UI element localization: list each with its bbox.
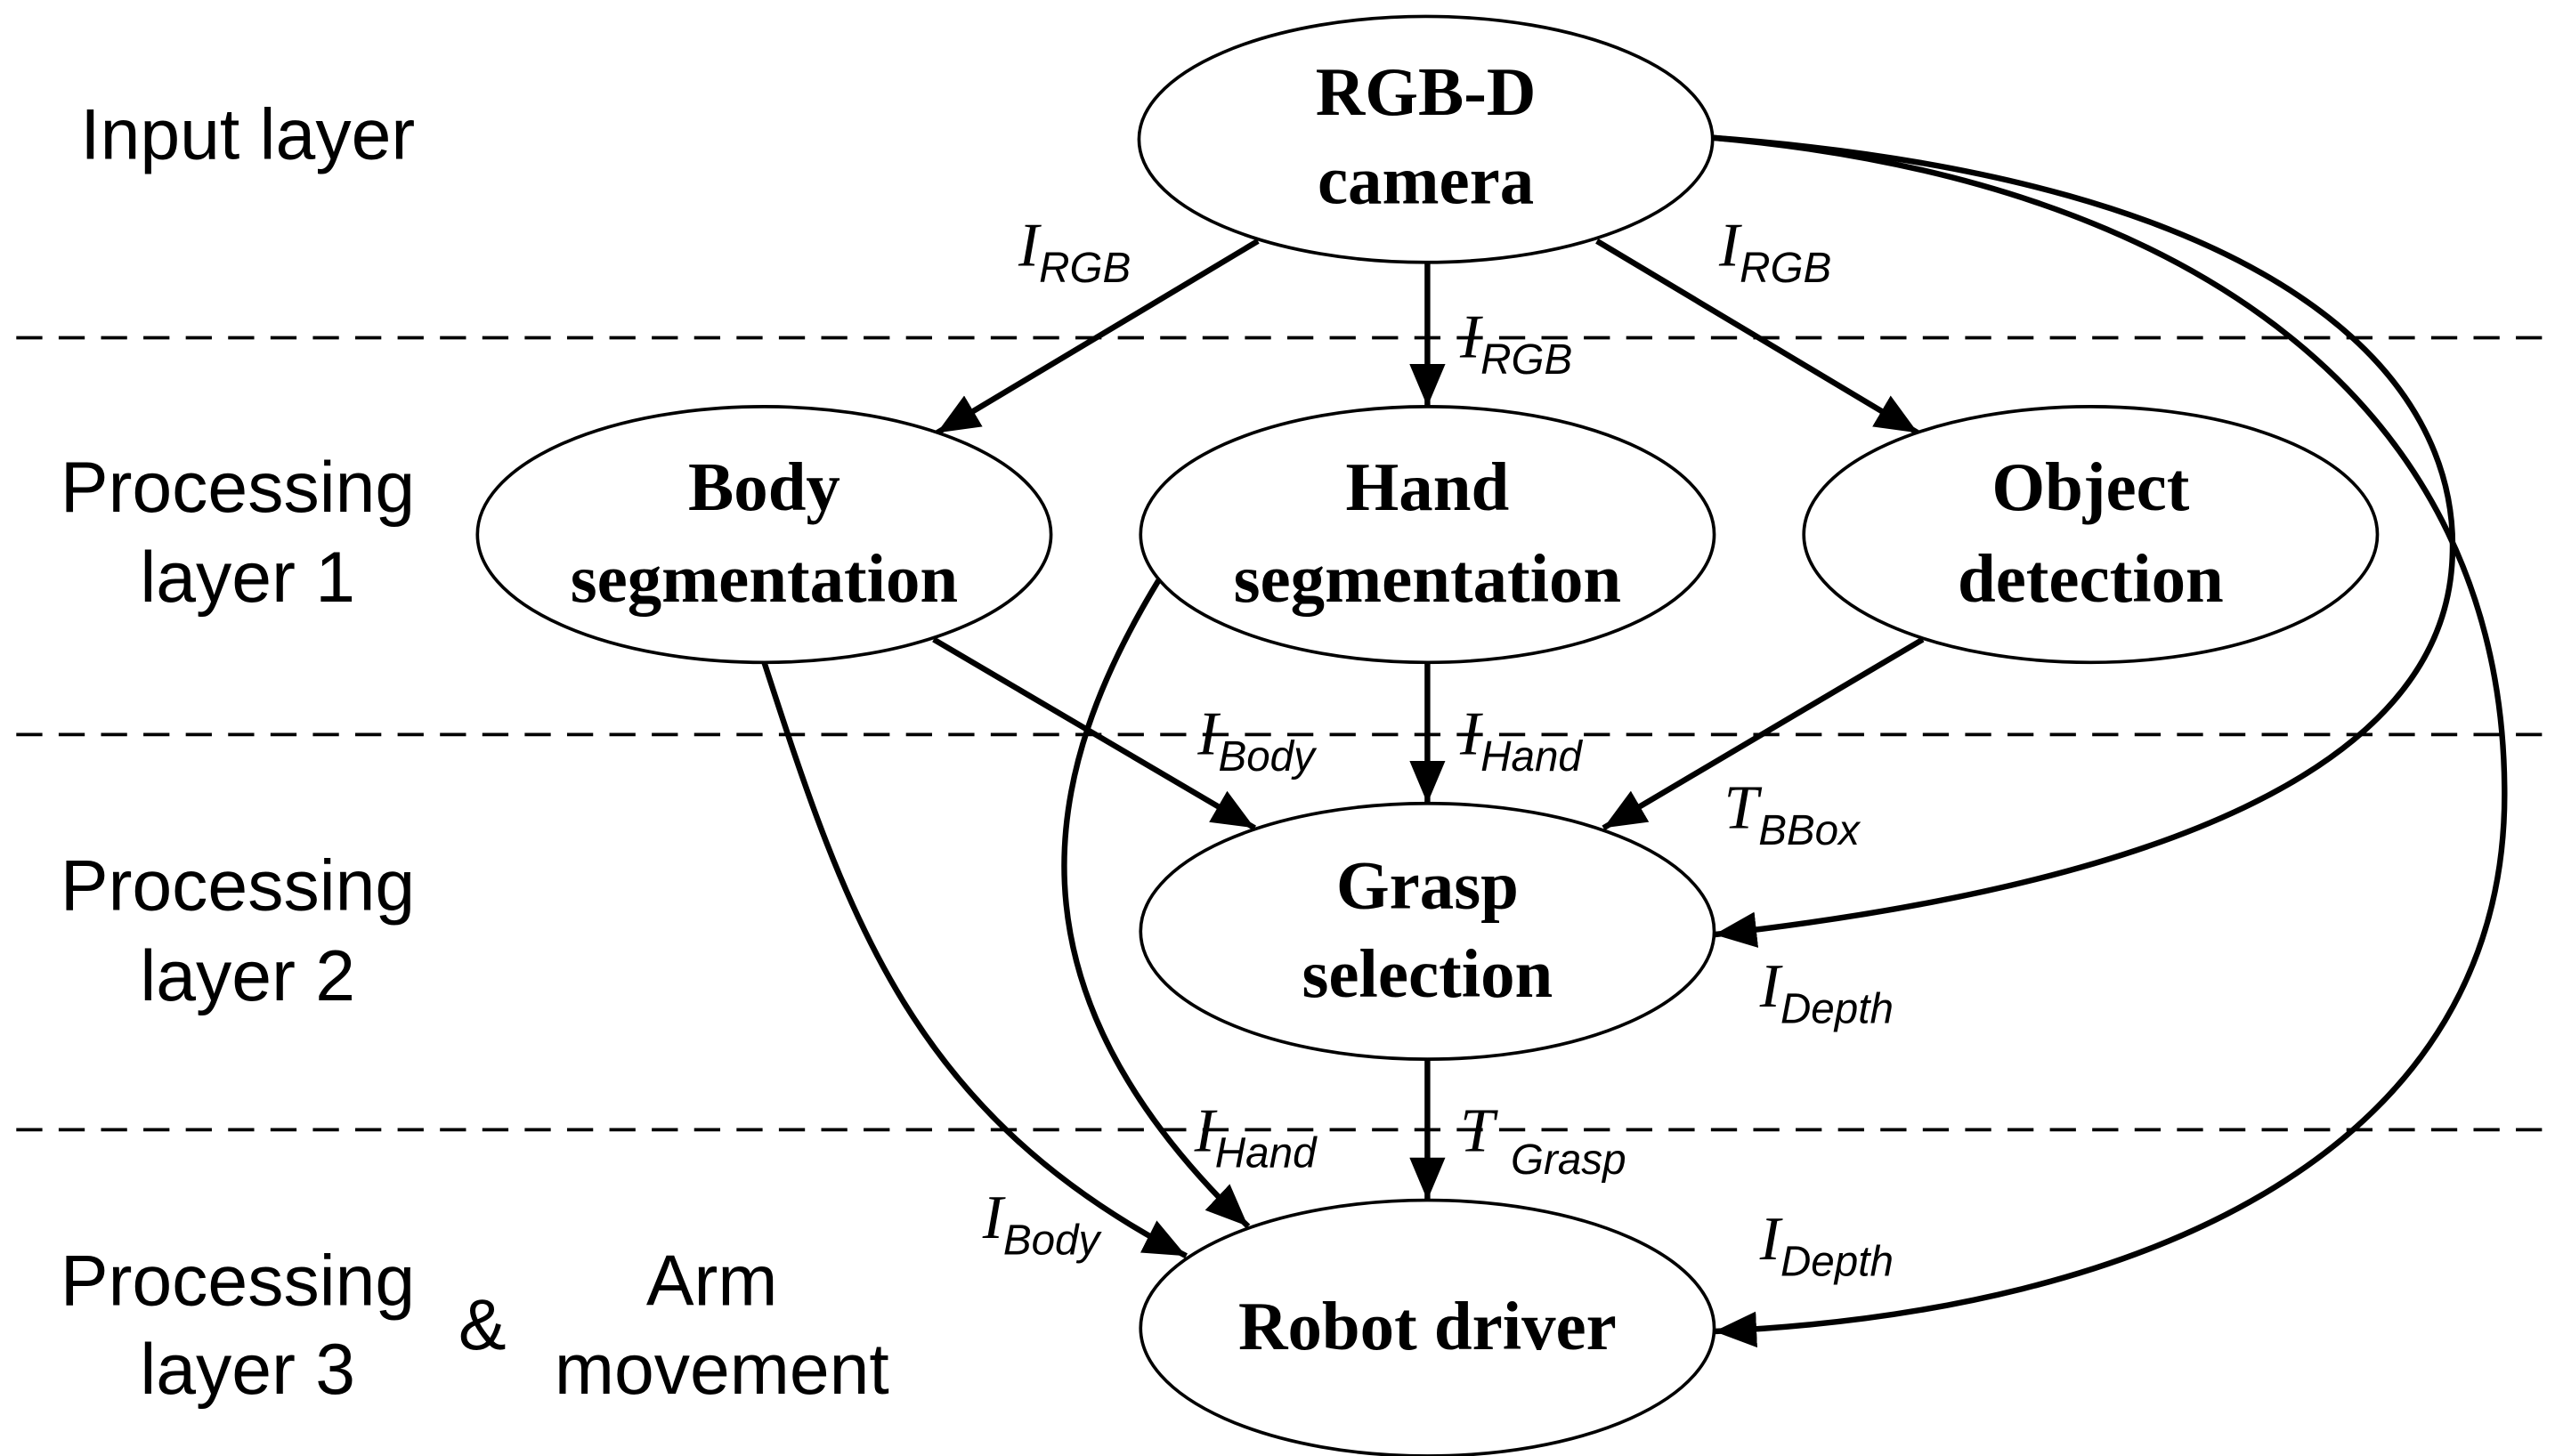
edge-label-camera-robot: IDepth [1759, 1205, 1894, 1286]
edge-body-to-robot [761, 661, 1188, 1259]
arm-movement-label: Arm movement [555, 1241, 889, 1410]
edge-camera-to-robot-depth [1712, 134, 2508, 1348]
edge-label-camera-grasp: IDepth [1759, 952, 1894, 1033]
svg-text:Robot driver: Robot driver [1238, 1288, 1617, 1364]
svg-text:IRGB: IRGB [1718, 211, 1831, 292]
edge-object-to-grasp [1602, 636, 1925, 831]
edge-camera-to-grasp-depth [1712, 134, 2456, 948]
edge-label-camera-object: IRGB [1718, 211, 1831, 292]
layer-label-processing-3: Processing layer 3 [61, 1241, 435, 1410]
edge-camera-to-object [1595, 239, 1919, 436]
edge-label-body-grasp: IBody [1196, 700, 1318, 781]
edge-label-camera-hand: IRGB [1459, 303, 1572, 384]
svg-text:IBody: IBody [982, 1184, 1103, 1265]
ampersand-label: & [458, 1285, 507, 1365]
layer-label-input: Input layer [80, 94, 415, 174]
node-robot-driver: Robot driver [1139, 1198, 1716, 1456]
edge-camera-to-body [935, 239, 1260, 436]
edge-label-camera-body: IRGB [1018, 211, 1131, 292]
edge-body-to-grasp [932, 636, 1256, 831]
edge-hand-to-robot [1061, 578, 1251, 1229]
edge-label-hand-grasp: IHand [1459, 700, 1583, 781]
svg-text:IHand: IHand [1194, 1096, 1318, 1177]
svg-text:TBBox: TBBox [1724, 773, 1862, 854]
edge-label-object-grasp: TBBox [1724, 773, 1862, 854]
edge-label-body-robot: IBody [982, 1184, 1103, 1265]
svg-text:IHand: IHand [1459, 700, 1583, 781]
svg-text:IDepth: IDepth [1759, 952, 1894, 1033]
svg-text:IDepth: IDepth [1759, 1205, 1894, 1286]
edge-label-hand-robot: IHand [1194, 1096, 1318, 1177]
svg-text:IBody: IBody [1196, 700, 1318, 781]
layer-label-processing-1: Processing layer 1 [61, 448, 435, 619]
layer-label-processing-2: Processing layer 2 [61, 845, 435, 1016]
svg-text:IRGB: IRGB [1018, 211, 1131, 292]
svg-text:IRGB: IRGB [1459, 303, 1572, 384]
